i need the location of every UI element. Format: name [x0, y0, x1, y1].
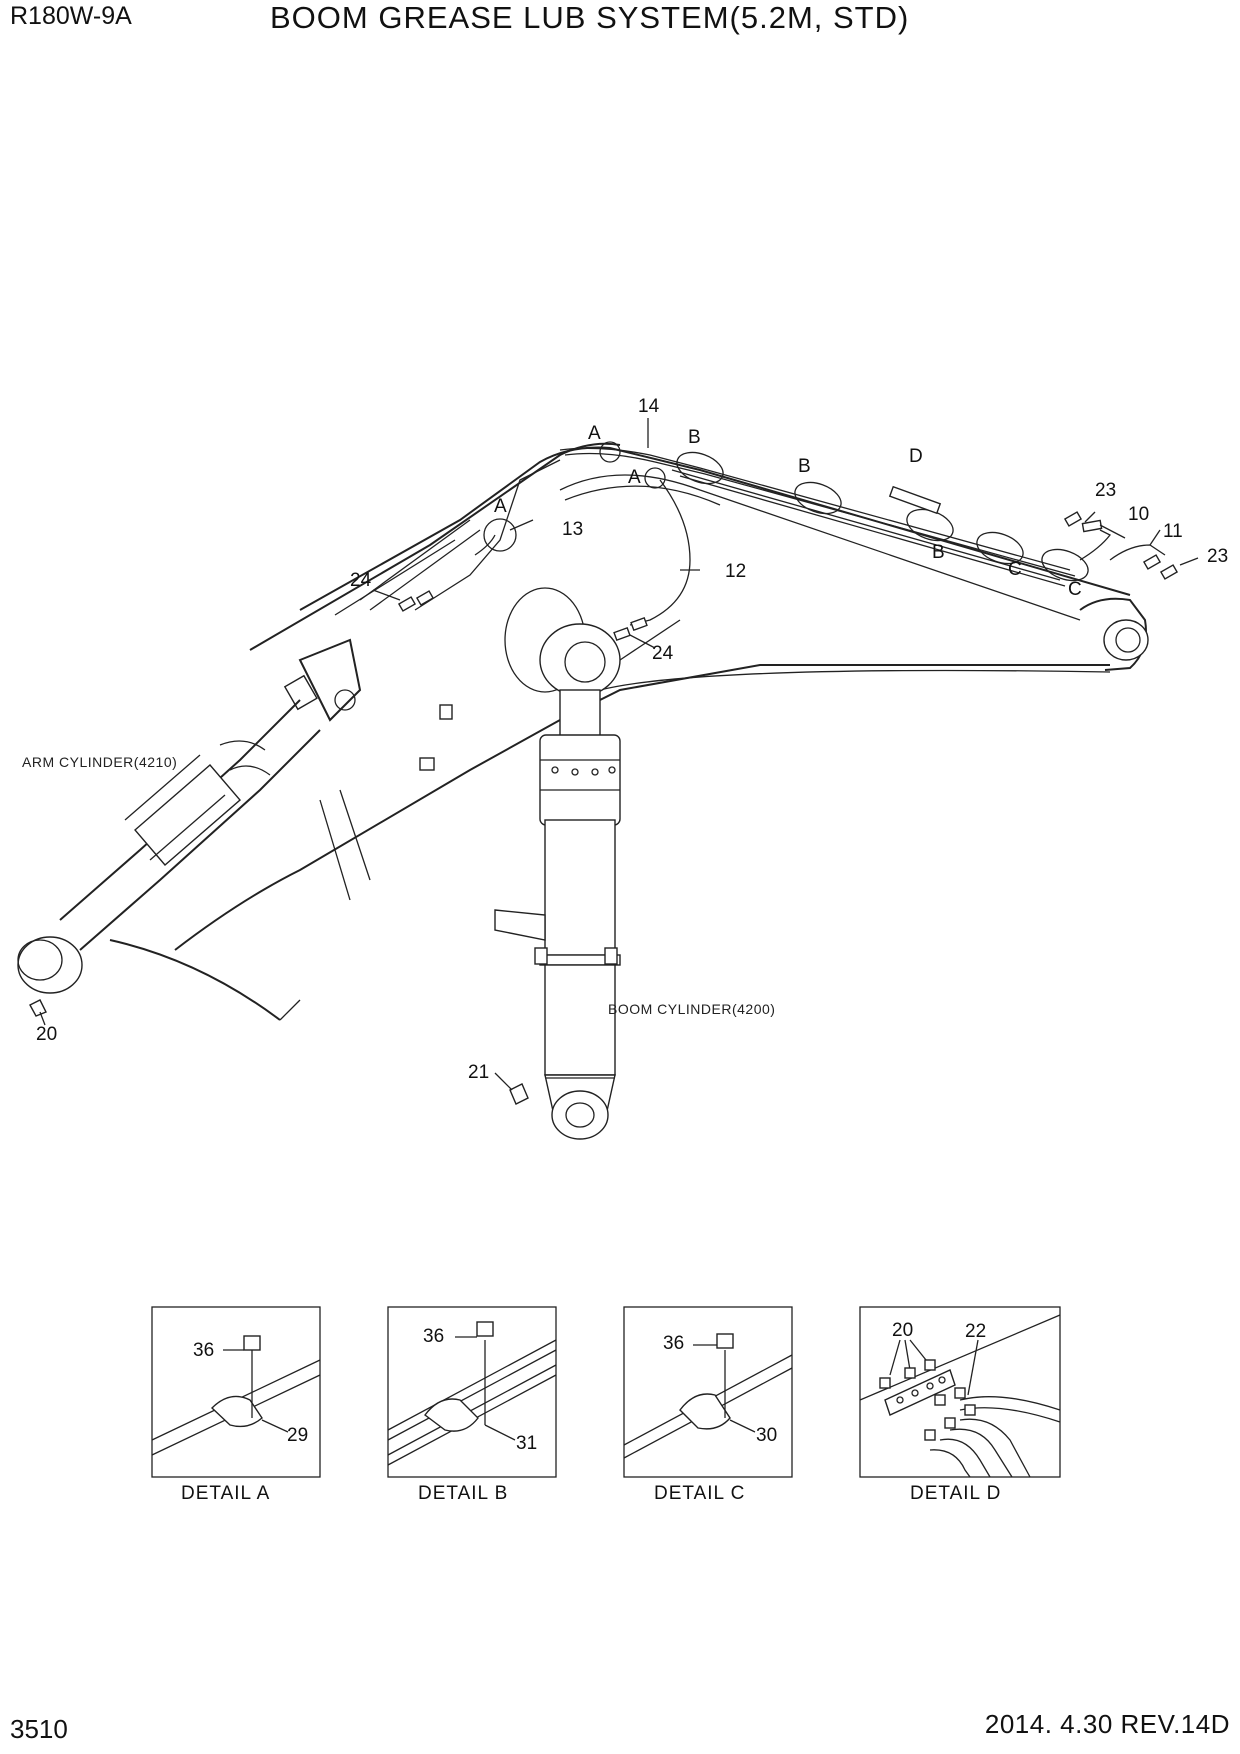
boom-cylinder-label: BOOM CYLINDER(4200): [608, 1001, 775, 1017]
marker-c-2: C: [1068, 579, 1082, 600]
callout-11: 11: [1163, 521, 1183, 542]
marker-c-1: C: [1008, 559, 1022, 580]
detail-b-clamp: 31: [516, 1433, 537, 1454]
detail-c-clamp: 30: [756, 1425, 777, 1446]
callout-14: 14: [638, 396, 660, 417]
callout-23-right: 23: [1207, 546, 1228, 567]
detail-d: 20 22 DETAIL D: [859, 1306, 1061, 1504]
callout-12: 12: [725, 561, 746, 582]
page-number: 3510: [10, 1714, 68, 1744]
marker-d: D: [909, 446, 923, 467]
callout-10: 10: [1128, 504, 1149, 525]
marker-b-2: B: [798, 456, 811, 477]
model-number: R180W-9A: [10, 2, 132, 30]
callouts: 14 13 12 24 24 23 10 11 23 20 21 A A A B…: [22, 396, 1228, 1083]
detail-c-bolt: 36: [663, 1333, 684, 1354]
detail-a: 36 29 DETAIL A: [151, 1306, 321, 1504]
detail-c: 36 30 DETAIL C: [623, 1306, 793, 1504]
grease-pipes: [397, 441, 1179, 642]
arm-cylinder: [17, 699, 321, 1017]
callout-13: 13: [562, 519, 583, 540]
detail-d-caption: DETAIL D: [910, 1483, 1001, 1504]
marker-a-left: A: [494, 496, 507, 517]
marker-a-mid: A: [628, 467, 641, 488]
marker-b-3: B: [932, 542, 945, 563]
detail-d-fitting: 20: [892, 1320, 913, 1341]
boom-cylinder: [494, 623, 621, 1140]
revision-date: 2014. 4.30 REV.14D: [984, 1709, 1230, 1739]
detail-c-caption: DETAIL C: [654, 1483, 745, 1504]
marker-b-1: B: [688, 427, 701, 448]
leader-lines: [39, 418, 1199, 1091]
callout-20: 20: [36, 1024, 57, 1045]
callout-23-top: 23: [1095, 480, 1116, 501]
detail-a-bolt: 36: [193, 1340, 214, 1361]
detail-b: 36 31 DETAIL B: [387, 1306, 557, 1504]
callout-21: 21: [468, 1062, 489, 1083]
detail-b-caption: DETAIL B: [418, 1483, 508, 1504]
detail-d-hose-fitting: 22: [965, 1321, 986, 1342]
page-title: BOOM GREASE LUB SYSTEM(5.2M, STD): [270, 0, 910, 35]
detail-a-caption: DETAIL A: [181, 1483, 270, 1504]
arm-cylinder-label: ARM CYLINDER(4210): [22, 754, 177, 770]
detail-a-clamp: 29: [287, 1425, 308, 1446]
boom-body: [109, 442, 1149, 1021]
callout-24-left: 24: [350, 570, 372, 591]
detail-b-bolt: 36: [423, 1326, 444, 1347]
marker-a-top: A: [588, 423, 601, 444]
callout-24-center: 24: [652, 643, 674, 664]
